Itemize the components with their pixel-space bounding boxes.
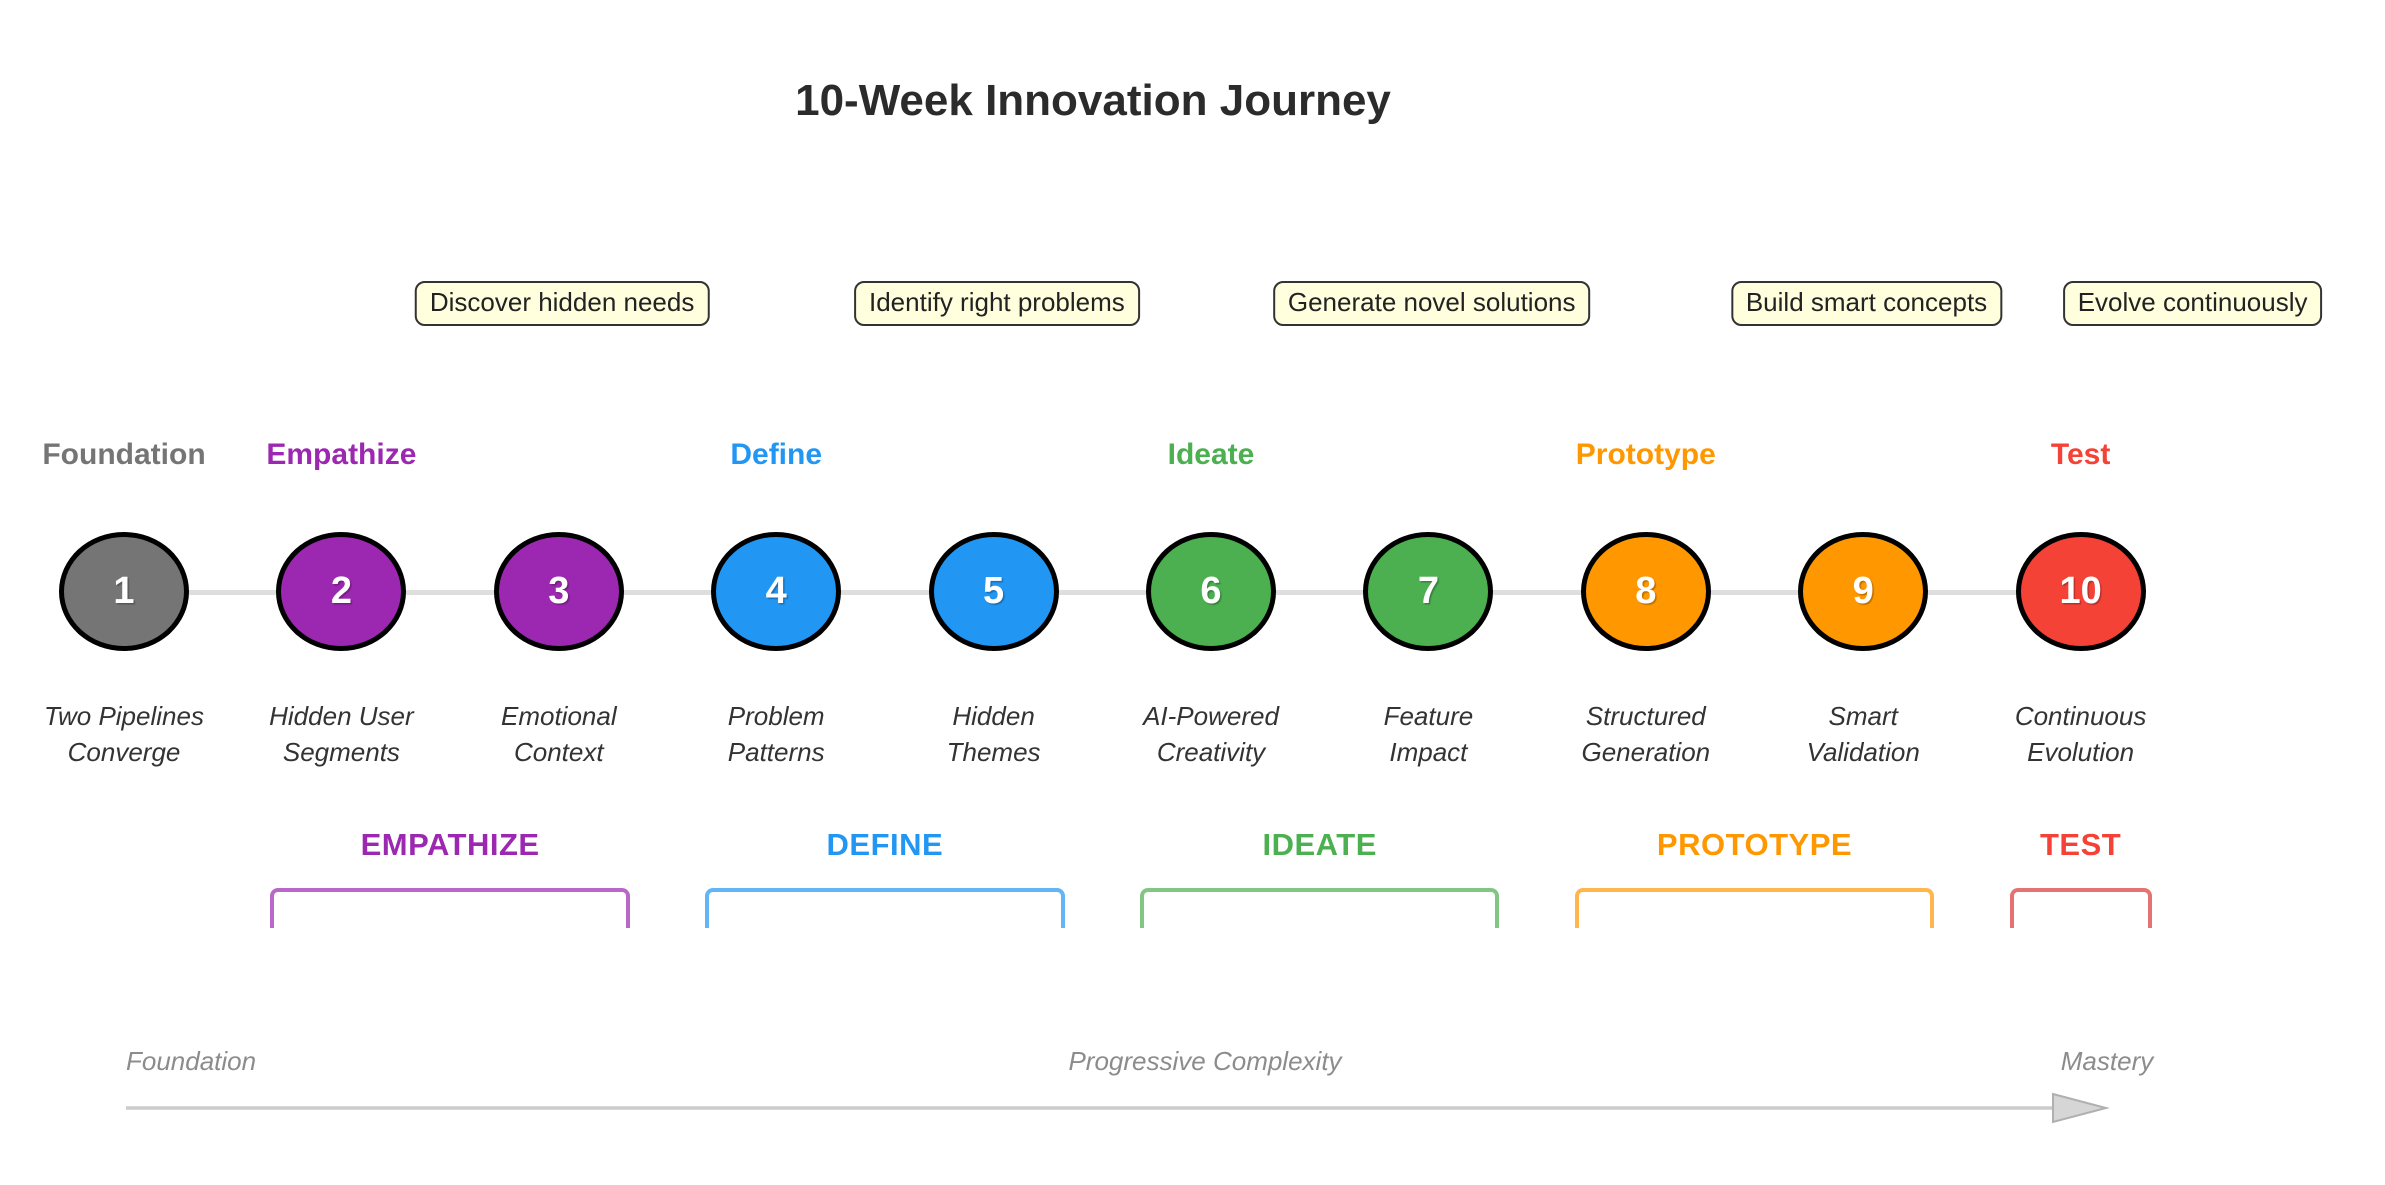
week-number-1: 1 (113, 570, 135, 612)
footer-label-progressive-complexity: Progressive Complexity (1068, 1046, 1342, 1076)
week-number-2: 2 (330, 570, 352, 612)
week-circle-3: 3 (493, 532, 624, 651)
phase-label-test: Test (2050, 438, 2111, 471)
week-title-line: Segments (282, 737, 400, 767)
footer-label-foundation: Foundation (126, 1046, 257, 1076)
week-title-line: Hidden User (269, 701, 414, 731)
footer-label-mastery: Mastery (2060, 1046, 2154, 1076)
page-title: 10-Week Innovation Journey (795, 76, 1391, 125)
week-title-line: Evolution (2027, 737, 2135, 767)
week-circle-2: 2 (276, 532, 407, 651)
week-circle-10: 10 (2015, 532, 2146, 651)
week-title-line: Impact (1389, 737, 1468, 767)
phase-bracket-test (2009, 888, 2152, 928)
week-title-line: Feature (1383, 701, 1474, 731)
week-title-line: Creativity (1156, 737, 1266, 767)
week-title-line: Themes (946, 737, 1041, 767)
phase-label-define: Define (730, 438, 823, 471)
week-circle-4: 4 (711, 532, 842, 651)
bracket-label-prototype: PROTOTYPE (1656, 827, 1853, 862)
week-title-line: Context (513, 737, 604, 767)
week-number-9: 9 (1852, 570, 1874, 612)
phase-tooltip-define: Identify right problems (853, 281, 1140, 326)
week-number-4: 4 (765, 570, 787, 612)
bracket-label-test: TEST (2039, 827, 2122, 862)
phase-label-empathize: Empathize (266, 438, 417, 471)
week-number-8: 8 (1635, 570, 1657, 612)
week-title-line: Two Pipelines (44, 701, 204, 731)
phase-tooltip-test: Evolve continuously (2062, 281, 2323, 326)
bracket-label-empathize: EMPATHIZE (360, 827, 540, 862)
week-circle-1: 1 (59, 532, 189, 651)
week-number-3: 3 (548, 570, 570, 612)
bracket-label-ideate: IDEATE (1262, 827, 1377, 862)
week-number-7: 7 (1417, 570, 1439, 612)
week-title-line: Smart (1828, 701, 1898, 731)
week-circle-6: 6 (1146, 532, 1276, 651)
timeline-connector-line (124, 590, 2081, 595)
week-title-line: Converge (67, 737, 181, 767)
week-title-line: Hidden (952, 701, 1035, 731)
bracket-label-define: DEFINE (826, 827, 944, 862)
arrow-head-icon (2052, 1092, 2110, 1124)
phase-label-ideate: Ideate (1167, 438, 1255, 471)
week-title-line: Problem (727, 701, 825, 731)
week-title-line: Validation (1806, 737, 1920, 767)
phase-tooltip-prototype: Build smart concepts (1730, 281, 2003, 326)
week-circle-7: 7 (1363, 532, 1494, 651)
progress-arrow (126, 1092, 2110, 1124)
week-number-10: 10 (2059, 570, 2102, 612)
week-circle-5: 5 (928, 532, 1059, 651)
phase-tooltip-empathize: Discover hidden needs (414, 281, 710, 326)
week-title-line: Continuous (2014, 701, 2147, 731)
week-title-line: AI-Powered (1143, 701, 1279, 731)
week-circle-8: 8 (1580, 532, 1711, 651)
week-title-line: Patterns (727, 737, 825, 767)
week-title-line: Emotional (500, 701, 617, 731)
phase-tooltip-ideate: Generate novel solutions (1272, 281, 1591, 326)
phase-bracket-ideate (1140, 888, 1500, 928)
week-number-5: 5 (983, 570, 1005, 612)
phase-bracket-define (705, 888, 1065, 928)
week-number-6: 6 (1200, 570, 1222, 612)
phase-bracket-empathize (270, 888, 630, 928)
week-title-line: Structured (1585, 701, 1706, 731)
phase-label-foundation: Foundation (42, 438, 206, 471)
phase-label-prototype: Prototype (1575, 438, 1716, 471)
week-circle-9: 9 (1798, 532, 1929, 651)
phase-bracket-prototype (1574, 888, 1935, 928)
week-title-line: Generation (1581, 737, 1711, 767)
